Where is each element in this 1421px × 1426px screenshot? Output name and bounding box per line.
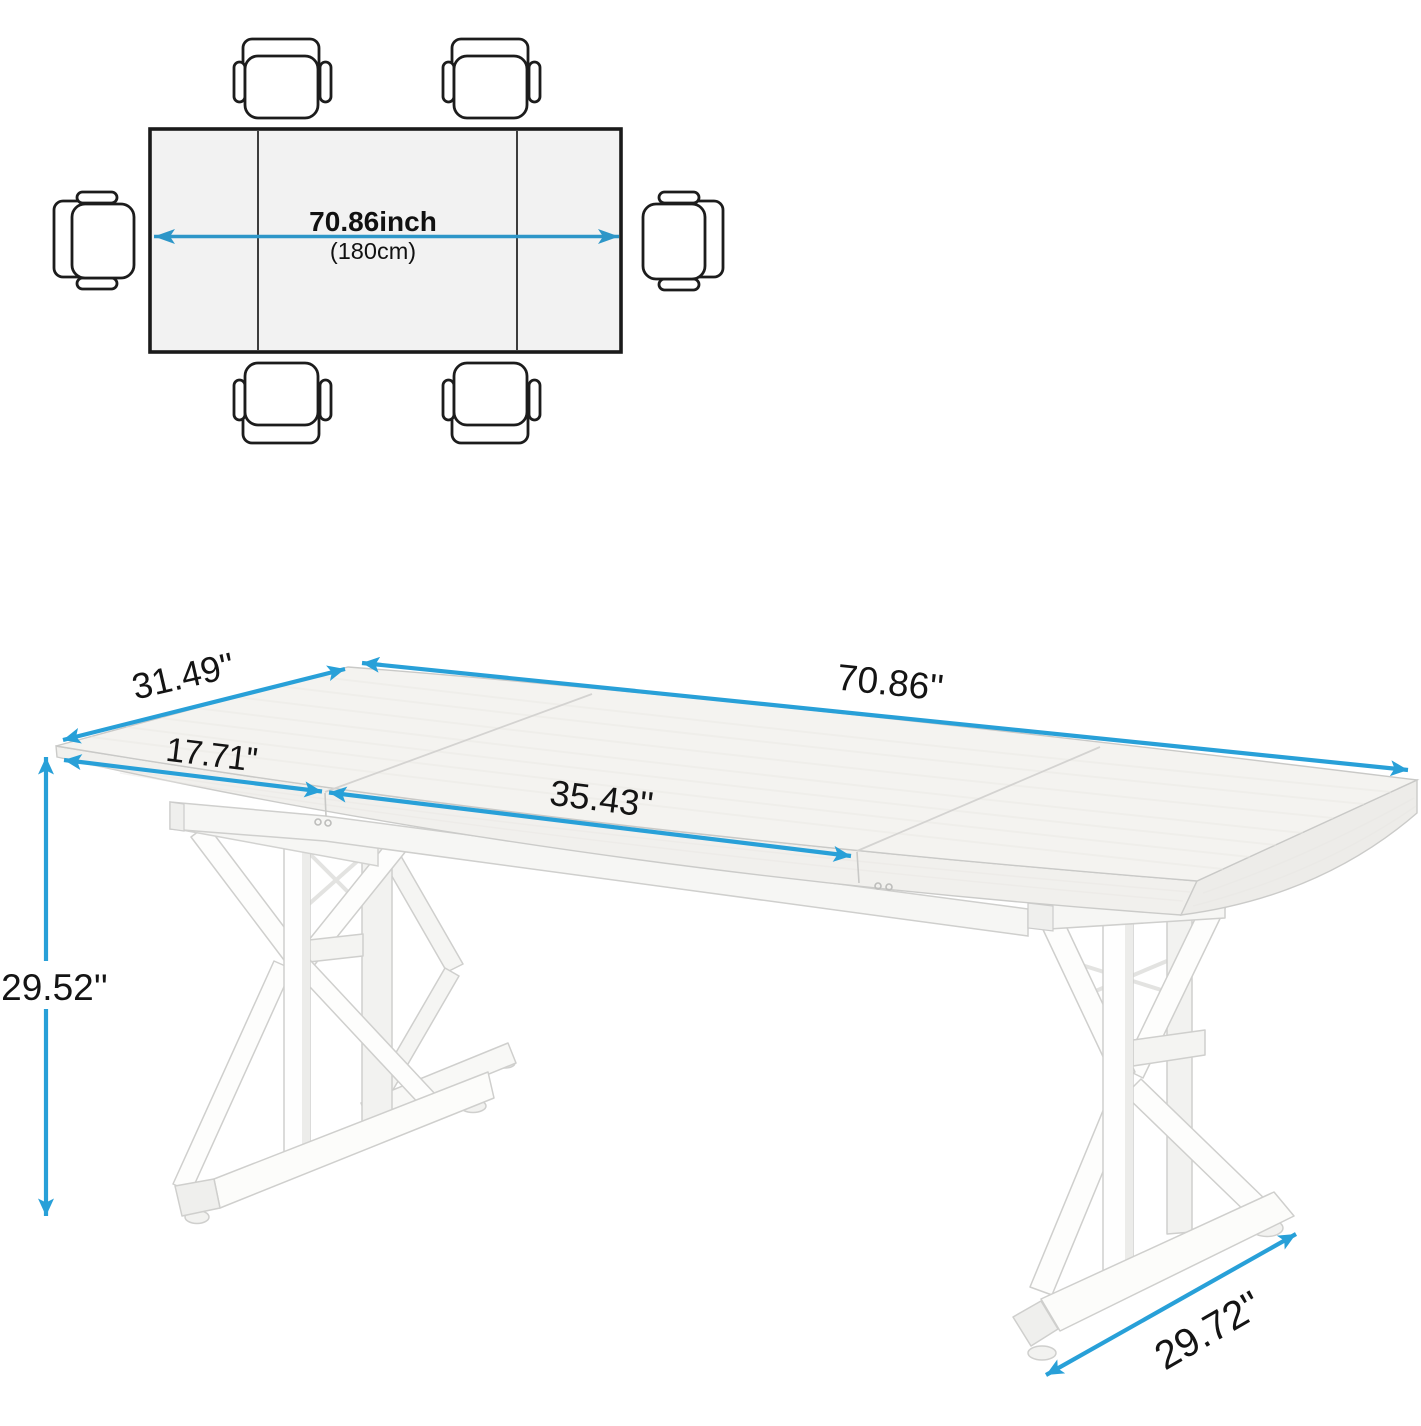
svg-text:29.72'': 29.72'' bbox=[1148, 1283, 1270, 1379]
svg-text:70.86inch: 70.86inch bbox=[309, 206, 437, 237]
svg-text:70.86'': 70.86'' bbox=[835, 657, 945, 709]
svg-text:(180cm): (180cm) bbox=[330, 238, 416, 264]
svg-text:29.52'': 29.52'' bbox=[1, 967, 108, 1008]
